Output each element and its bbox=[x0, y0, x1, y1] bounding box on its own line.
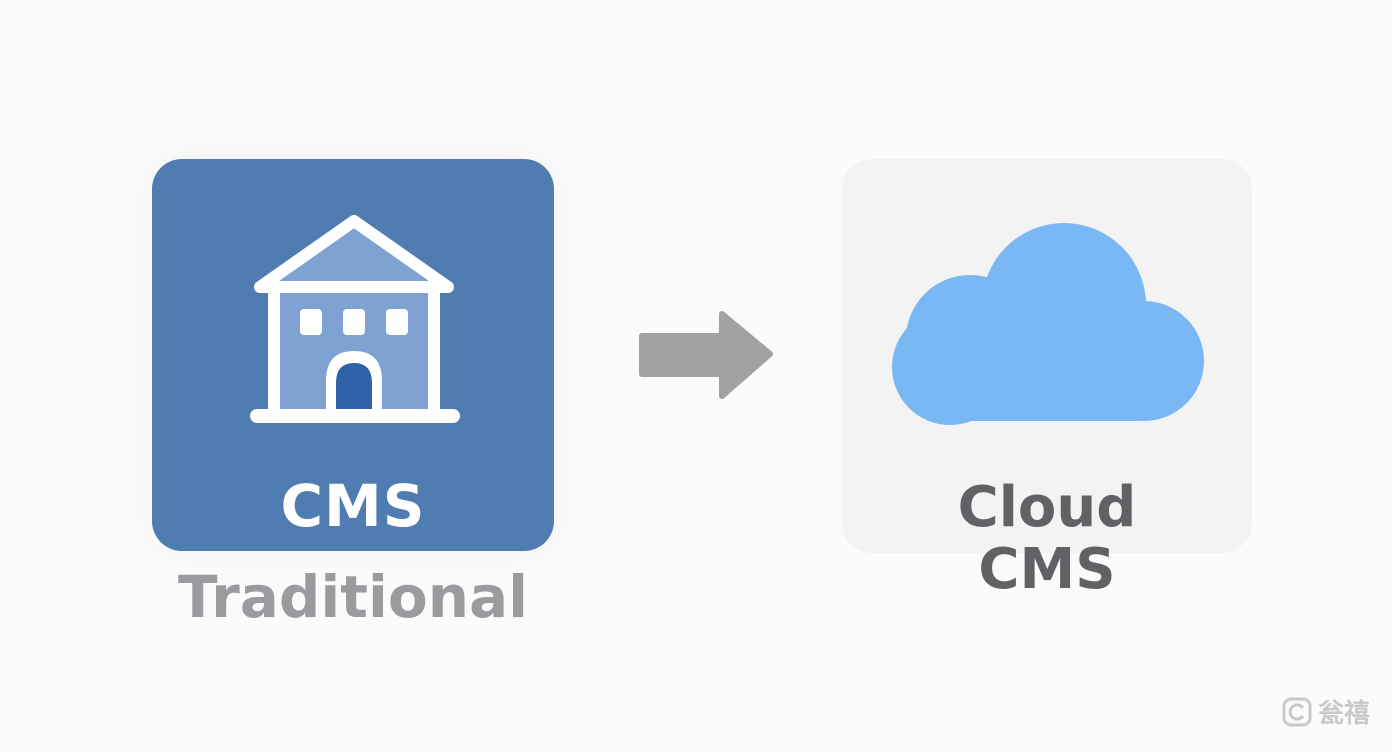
traditional-cms-label: CMS bbox=[280, 472, 426, 540]
cloud-label-line1: Cloud bbox=[957, 475, 1137, 540]
arrow-right-icon bbox=[639, 311, 773, 399]
watermark-logo-icon bbox=[1282, 697, 1312, 726]
traditional-caption: Traditional bbox=[177, 563, 529, 631]
building-icon bbox=[250, 215, 460, 423]
watermark-text: 瓮禧 bbox=[1317, 699, 1370, 729]
traditional-cms-tile: CMS bbox=[152, 159, 554, 551]
watermark: 瓮禧 bbox=[1282, 693, 1370, 730]
cloud-cms-label: Cloud CMS bbox=[842, 477, 1252, 601]
cloud-icon bbox=[892, 223, 1204, 425]
cloud-cms-tile: Cloud CMS bbox=[842, 159, 1252, 601]
cloud-label-line2: CMS bbox=[978, 537, 1116, 602]
